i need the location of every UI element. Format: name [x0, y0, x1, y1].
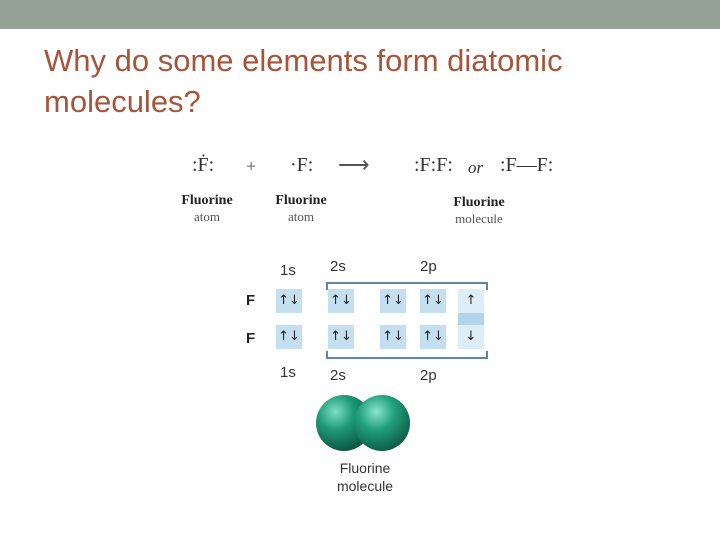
- label-1s-bottom: 1s: [280, 364, 296, 381]
- valence-bracket-bottom: [326, 351, 488, 359]
- reaction-arrow: ⟶: [338, 152, 370, 177]
- row-label-fluorine-1: F: [246, 292, 256, 309]
- label-2s-bottom: 2s: [330, 367, 346, 384]
- caption-atom1-line2: atom: [194, 209, 220, 224]
- caption-fluorine-atom-2: Fluorine atom: [266, 193, 336, 224]
- plus-sign: +: [246, 156, 257, 176]
- fluorine-bonding-figure: :Ḟ: + ·F: ⟶ :F:F: or :F—F: Fluorine ato…: [170, 138, 560, 508]
- orbital-2p-c-atom1: ↑: [458, 289, 484, 313]
- caption-molecule-line2: molecule: [455, 211, 503, 226]
- label-2p-top: 2p: [420, 258, 437, 275]
- caption-fluorine-atom-1: Fluorine atom: [172, 193, 242, 224]
- caption-molecule-line1: Fluorine: [453, 195, 505, 210]
- label-2p-bottom: 2p: [420, 367, 437, 384]
- orbital-2s-atom1: ↑↓: [328, 289, 354, 313]
- orbital-2p-a-atom2: ↑↓: [380, 325, 406, 349]
- orbital-1s-atom1: ↑↓: [276, 289, 302, 313]
- orbital-2p-c-atom2: ↓: [458, 325, 484, 349]
- valence-bracket-top: [326, 282, 488, 290]
- model-caption-line2: molecule: [336, 478, 394, 494]
- label-1s-top: 1s: [280, 262, 296, 279]
- slide-title: Why do some elements form diatomic molec…: [44, 43, 563, 119]
- fluorine-atom-lewis-1: :Ḟ:: [192, 154, 215, 176]
- bond-overlap-region: [458, 313, 484, 325]
- caption-atom2-line1: Fluorine: [275, 193, 327, 208]
- orbital-2p-b-atom2: ↑↓: [420, 325, 446, 349]
- model-caption: Fluorine molecule: [315, 459, 415, 495]
- orbital-2p-a-atom1: ↑↓: [380, 289, 406, 313]
- fluorine-atom-sphere-right: [354, 395, 410, 451]
- caption-atom2-line2: atom: [288, 209, 314, 224]
- or-word: or: [468, 158, 484, 177]
- row-label-fluorine-2: F: [246, 330, 256, 347]
- orbital-2p-b-atom1: ↑↓: [420, 289, 446, 313]
- caption-fluorine-molecule: Fluorine molecule: [436, 195, 522, 226]
- orbital-1s-atom2: ↑↓: [276, 325, 302, 349]
- fluorine-molecule-model: [316, 395, 410, 451]
- caption-atom1-line1: Fluorine: [181, 193, 233, 208]
- label-2s-top: 2s: [330, 258, 346, 275]
- fluorine-atom-lewis-2: ·F:: [290, 154, 314, 176]
- fluorine-molecule-line: :F—F:: [500, 154, 554, 176]
- fluorine-molecule-dots: :F:F:: [414, 154, 453, 176]
- model-caption-line1: Fluorine: [339, 460, 391, 476]
- orbital-2s-atom2: ↑↓: [328, 325, 354, 349]
- top-band: [0, 0, 720, 29]
